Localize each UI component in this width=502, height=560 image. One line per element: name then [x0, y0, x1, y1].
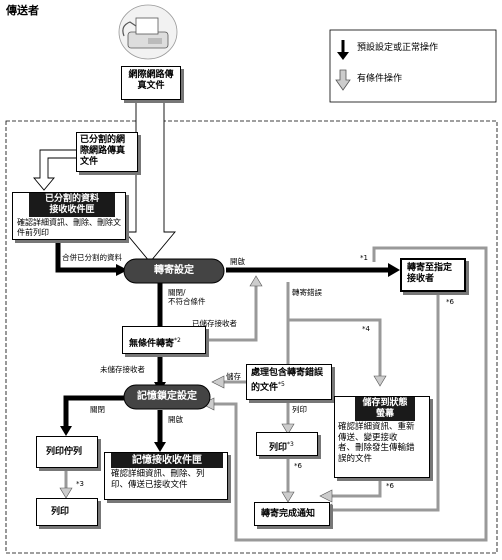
split-doc-line1: 已分割的網	[80, 135, 126, 145]
footnote-4: *4	[362, 325, 370, 333]
fax-machine-icon	[118, 4, 178, 60]
footnote-6b: *6	[294, 462, 302, 470]
label-store: 儲存	[226, 372, 241, 381]
label-disabled-no-match-line1: 關閉/	[168, 288, 186, 297]
status-monitor-desc: 確認詳細資訊、重新 傳送、變更接收 者、刪除發生傳輸錯 誤的文件	[335, 421, 429, 465]
node-forward-to-recipient: 轉寄至指定 接收者	[400, 258, 466, 292]
status-monitor-desc-line3: 者、刪除發生傳輸錯	[338, 443, 415, 453]
status-monitor-desc-line1: 確認詳細資訊、重新	[338, 422, 415, 432]
label-forward-error: 轉寄錯誤	[292, 288, 322, 297]
split-doc-line2: 際網路傳真	[80, 146, 126, 156]
internet-fax-doc-line1: 網際網路傳	[128, 70, 174, 80]
label-disabled-2: 關閉	[90, 405, 105, 414]
legend-conditional-label: 有條件操作	[357, 74, 403, 84]
split-inbox-title-line1: 已分割的資料	[44, 194, 99, 204]
node-status-monitor: 儲存到狀態 螢幕 確認詳細資訊、重新 傳送、變更接收 者、刪除發生傳輸錯 誤的文…	[334, 396, 430, 478]
label-stored-recipient: 已儲存接收者	[192, 319, 237, 328]
node-unconditional-forwarding: 無條件轉寄*2	[122, 326, 206, 354]
label-disabled-no-match: 關閉/ 不符合條件	[168, 288, 206, 306]
unconditional-forwarding-label: 無條件轉寄	[129, 339, 175, 349]
status-monitor-title-line1: 儲存到狀態	[362, 398, 408, 408]
process-error-doc-line2: 的文件	[251, 383, 279, 393]
label-not-stored-recipient: 未儲存接收者	[100, 365, 145, 374]
legend-preset-label: 預設設定或正常操作	[357, 43, 439, 53]
status-monitor-desc-line2: 傳送、變更接收	[338, 432, 398, 443]
page-title: 傳送者	[6, 4, 39, 17]
footnote-1: *1	[360, 254, 368, 262]
internet-fax-doc-line2: 真文件	[137, 81, 165, 91]
footnote-6a: *6	[446, 298, 454, 306]
pill-memory-lock	[123, 384, 211, 410]
memory-inbox-desc-line2: 印、傳送已接收文件	[111, 480, 188, 490]
status-monitor-title-line2: 螢幕	[375, 409, 394, 419]
node-print-bottom: 列印	[36, 498, 98, 526]
node-split-inbox: 已分割的資料 接收收件匣 確認詳細資訊、刪除、刪除文 件前列印	[12, 192, 126, 240]
print-mid-label: 列印	[269, 443, 288, 453]
footnote-3: *3	[76, 480, 84, 488]
split-inbox-desc: 確認詳細資訊、刪除、刪除文 件前列印	[13, 217, 125, 239]
split-inbox-desc-line1: 確認詳細資訊、刪除、刪除文	[17, 218, 121, 227]
process-error-mark: *5	[278, 381, 285, 388]
label-enabled-1: 開啟	[230, 257, 245, 266]
split-inbox-desc-line2: 件前列印	[17, 228, 49, 237]
forward-to-recipient-line1: 轉寄至指定	[407, 263, 453, 273]
label-disabled-no-match-line2: 不符合條件	[168, 297, 206, 306]
node-print-queue: 列印佇列	[36, 436, 98, 468]
node-print-mid: 列印*3	[256, 432, 318, 456]
legend-gray-arrow	[335, 69, 351, 91]
node-memory-lock: 記憶鎖定設定	[137, 391, 197, 402]
split-inbox-title-line2: 接收收件匣	[49, 205, 95, 215]
memory-inbox-desc-line1: 確認詳細資訊、刪除、列	[111, 469, 205, 479]
memory-inbox-title: 記憶接收收件匣	[111, 453, 223, 468]
footnote-6c: *6	[386, 482, 394, 490]
status-monitor-title: 儲存到狀態 螢幕	[355, 397, 415, 421]
unconditional-mark: *2	[174, 337, 181, 344]
label-enabled-2: 開啟	[168, 415, 183, 424]
node-internet-fax-doc: 網際網路傳 真文件	[121, 66, 181, 100]
outer-frame	[5, 120, 498, 554]
label-merge-split: 合併已分割的資料	[62, 253, 122, 262]
legend-box	[329, 29, 497, 103]
memory-inbox-desc: 確認詳細資訊、刪除、列 印、傳送已接收文件	[105, 468, 227, 492]
big-white-arrow	[124, 99, 176, 263]
status-monitor-desc-line4: 誤的文件	[338, 453, 373, 464]
process-error-doc-line1: 處理包含轉寄錯誤	[251, 368, 324, 378]
node-process-error-doc: 處理包含轉寄錯誤 的文件*5	[246, 364, 332, 400]
label-print: 列印	[292, 405, 307, 414]
print-mid-mark: *3	[287, 441, 294, 448]
node-forward-complete: 轉寄完成通知	[254, 502, 330, 526]
node-forwarding-settings: 轉寄設定	[154, 265, 194, 276]
split-doc-line3: 文件	[80, 157, 99, 167]
split-inbox-title: 已分割的資料 接收收件匣	[29, 193, 115, 217]
pill-forwarding-settings	[123, 258, 225, 284]
node-split-doc: 已分割的網 際網路傳真 文件	[76, 132, 138, 172]
forward-to-recipient-line2: 接收者	[407, 274, 435, 284]
node-memory-inbox: 記憶接收收件匣 確認詳細資訊、刪除、列 印、傳送已接收文件	[104, 452, 228, 500]
